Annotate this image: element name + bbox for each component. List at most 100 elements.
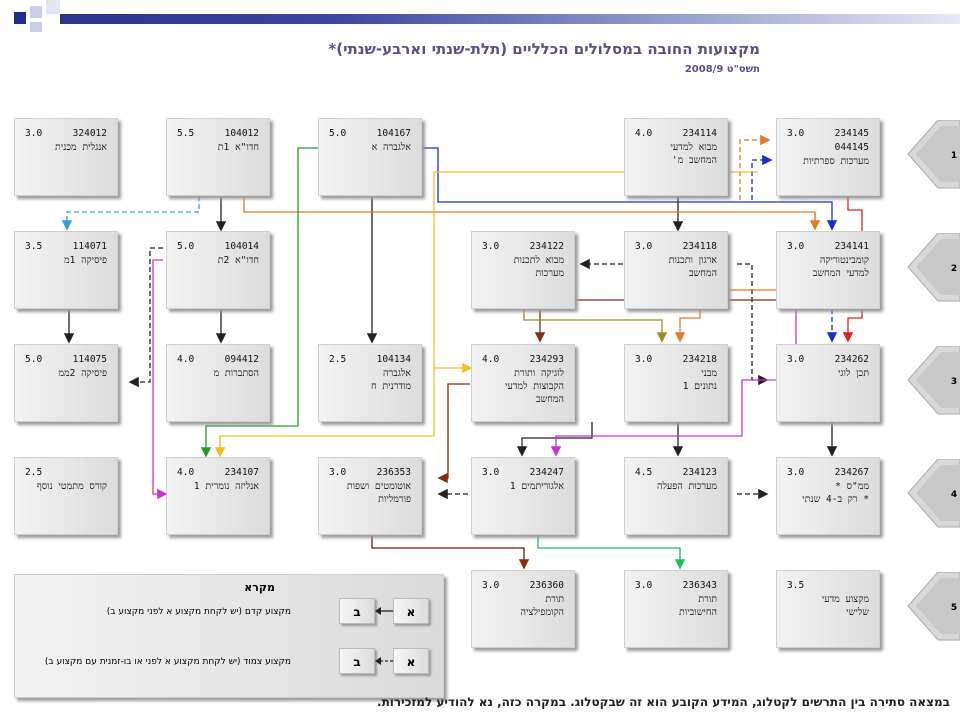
course-code: 236360 xyxy=(529,580,564,591)
course-name: לוגיקה ותורת הקבוצות למדעי המחשב xyxy=(505,368,564,405)
course-code: 234107 xyxy=(224,467,259,478)
course-name: מבוא לתכנות מערכות xyxy=(513,255,564,279)
course-code-secondary-text: 044145 xyxy=(834,142,869,153)
course-credits: 3.0 xyxy=(787,467,805,478)
course-name: ממ"ס * * רק ב-4 שנתי xyxy=(802,481,869,505)
course-code: 104167 xyxy=(376,128,411,139)
course-name: אלגברה מודרנית ח xyxy=(370,368,411,392)
course-code-secondary: 044145 xyxy=(783,141,869,154)
course-box-114071: 3.5 114071 פיסיקה 1מ xyxy=(14,231,118,309)
course-code: 234145 xyxy=(834,128,869,139)
course-name: הסתברות מ xyxy=(213,368,259,379)
page-title: מקצועות החובה במסלולים הכלליים (תלת-שנתי… xyxy=(328,40,760,58)
course-credits: 3.0 xyxy=(635,580,653,591)
top-bar xyxy=(0,0,960,34)
top-square-mid xyxy=(46,0,60,14)
course-credits: 4.5 xyxy=(635,467,653,478)
course-credits: 3.0 xyxy=(482,241,500,252)
course-credits: 3.0 xyxy=(787,241,805,252)
course-credits: 3.0 xyxy=(482,580,500,591)
legend-box-b-label: ב xyxy=(353,605,361,619)
top-square-dark xyxy=(14,12,26,24)
course-code: 094412 xyxy=(224,354,259,365)
course-code: 324012 xyxy=(72,128,107,139)
semester-tab-3: 3 xyxy=(907,346,960,415)
course-name: תכן לוגי xyxy=(837,368,869,379)
course-name: מבני נתונים 1 xyxy=(682,368,717,392)
course-code: 234262 xyxy=(834,354,869,365)
top-bar-gradient xyxy=(60,14,960,24)
legend-box-b: ב xyxy=(339,648,375,674)
course-name: קומבינטוריקה למדעי המחשב xyxy=(812,255,869,279)
semester-tab-1: 1 xyxy=(907,120,960,189)
course-name: אלגוריתמים 1 xyxy=(509,481,564,492)
semester-number: 2 xyxy=(951,264,957,274)
course-code: 234114 xyxy=(682,128,717,139)
top-square-light xyxy=(30,6,42,18)
course-box-234107: 4.0 234107 אנליזה נומרית 1 xyxy=(166,457,270,535)
course-name: אנליזה נומרית 1 xyxy=(193,481,259,492)
top-square-light xyxy=(30,22,42,32)
legend: מקרא א ב מקצוע קדם (יש לקחת מקצוע א לפני… xyxy=(14,574,444,698)
legend-box-a: א xyxy=(393,648,429,674)
course-credits: 3.5 xyxy=(787,580,805,591)
legend-prereq-arrow xyxy=(375,607,393,615)
course-credits: 4.0 xyxy=(177,467,195,478)
course-name: פיסיקה 1מ xyxy=(63,255,107,266)
course-credits: 3.5 xyxy=(25,241,43,252)
footer-note: במצאה סתירה בין התרשים לקטלוג, המידע הקו… xyxy=(377,695,950,709)
semester-tab-5: 5 xyxy=(907,572,960,641)
legend-title: מקרא xyxy=(244,581,275,594)
course-credits: 3.0 xyxy=(787,354,805,365)
semester-tab-4: 4 xyxy=(907,459,960,528)
legend-prereq-text: מקצוע קדם (יש לקחת מקצוע א לפני מקצוע ב) xyxy=(106,607,291,617)
course-name: חדו"א 2ת xyxy=(217,255,259,266)
course-name: אנגלית מכנית xyxy=(54,142,107,153)
course-credits: 2.5 xyxy=(329,354,347,365)
legend-coreq-arrow xyxy=(375,657,393,665)
legend-coreq-text: מקצוע צמוד (יש לקחת מקצוע א לפני או בו-ז… xyxy=(44,657,291,667)
course-name: קורס מתמטי נוסף xyxy=(36,481,107,492)
course-code: 234247 xyxy=(529,467,564,478)
course-box-science-elective: 3.5 מקצוע מדעי שלישי xyxy=(776,570,880,648)
legend-box-a: א xyxy=(393,598,429,624)
course-code: 234267 xyxy=(834,467,869,478)
course-code: 114071 xyxy=(72,241,107,252)
semester-number: 4 xyxy=(951,490,957,500)
course-name: אלגברה א xyxy=(371,142,411,153)
course-name: פיסיקה 2ממ xyxy=(58,368,107,379)
semester-number: 5 xyxy=(951,603,957,613)
legend-box-a-label: א xyxy=(406,605,416,619)
course-box-234267: 3.0 234267 ממ"ס * * רק ב-4 שנתי xyxy=(776,457,880,535)
course-credits: 2.5 xyxy=(25,467,43,478)
course-name: תורת החישוביות xyxy=(678,594,717,618)
semester-number: 1 xyxy=(951,151,957,161)
course-credits: 5.5 xyxy=(177,128,195,139)
course-code: 234218 xyxy=(682,354,717,365)
course-code: 234122 xyxy=(529,241,564,252)
course-code: 104012 xyxy=(224,128,259,139)
course-code: 236353 xyxy=(376,467,411,478)
course-code: 234118 xyxy=(682,241,717,252)
legend-box-b: ב xyxy=(339,598,375,624)
course-credits: 3.0 xyxy=(482,467,500,478)
course-name: מקצוע מדעי שלישי xyxy=(821,594,869,618)
legend-box-a-label: א xyxy=(406,655,416,669)
course-box-234141: 3.0 234141 קומבינטוריקה למדעי המחשב xyxy=(776,231,880,309)
course-code: 234293 xyxy=(529,354,564,365)
course-name: חדו"א 1ת xyxy=(217,142,259,153)
course-code: 234141 xyxy=(834,241,869,252)
course-credits: 3.0 xyxy=(635,241,653,252)
course-box-234122: 3.0 234122 מבוא לתכנות מערכות xyxy=(471,231,575,309)
semester-number: 3 xyxy=(951,377,957,387)
